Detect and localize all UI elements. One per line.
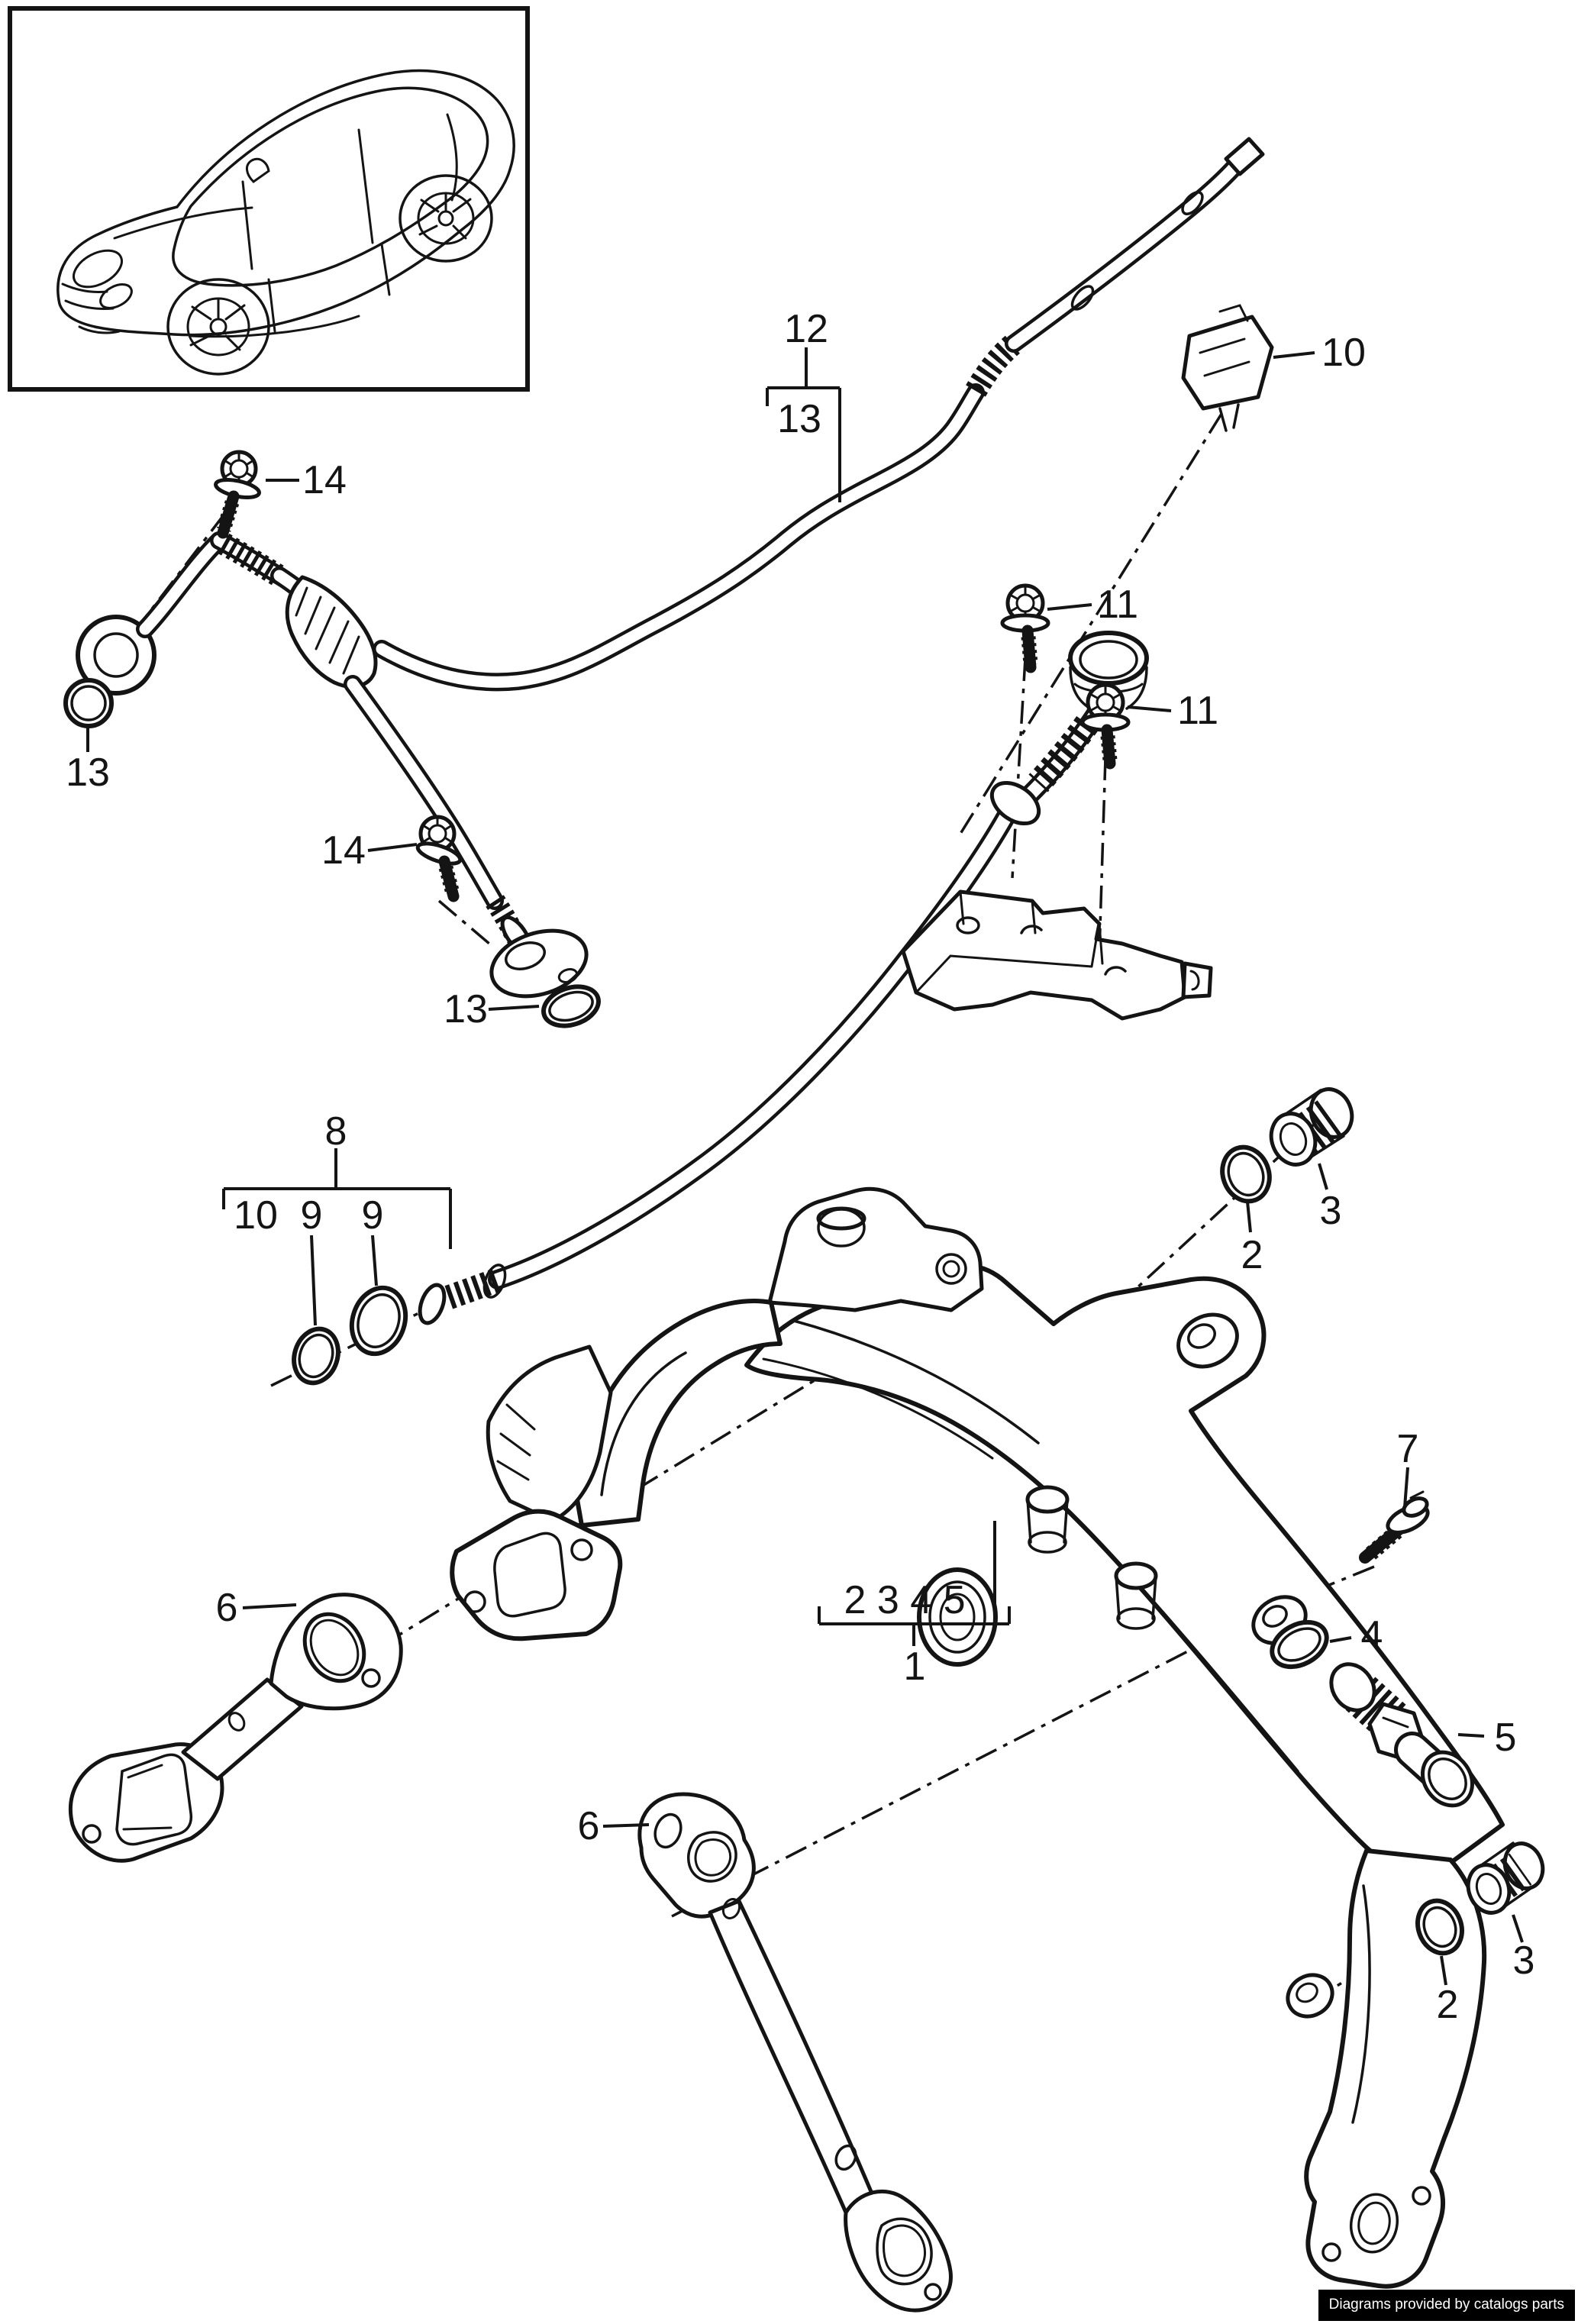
callout-8[interactable]: 8	[324, 1109, 347, 1154]
callout-group-2345[interactable]: 2 3 4 5	[844, 1578, 966, 1622]
callout-13-mid[interactable]: 13	[444, 987, 488, 1031]
bolt-11-lower	[1080, 683, 1131, 770]
retaining-clip-10	[1181, 304, 1274, 432]
callout-6-lower[interactable]: 6	[577, 1804, 600, 1848]
vehicle-thumbnail	[8, 6, 530, 392]
coolant-line-assembly	[63, 137, 1265, 1028]
callout-11-upper[interactable]: 11	[1097, 583, 1138, 627]
callout-10-top[interactable]: 10	[1321, 331, 1366, 375]
callout-leaders	[86, 347, 1524, 1986]
mounting-bracket	[901, 889, 1213, 1021]
callout-14-mid[interactable]: 14	[321, 828, 366, 873]
bolt-14-top	[214, 450, 261, 539]
watermark-text: Diagrams provided by catalogs parts	[1328, 2297, 1564, 2313]
callout-7[interactable]: 7	[1396, 1427, 1419, 1471]
screw-plug-3-top	[1269, 1087, 1354, 1167]
callout-1[interactable]: 1	[903, 1645, 926, 1689]
connector-5	[1329, 1662, 1474, 1808]
watermark-bar: Diagrams provided by catalogs parts	[1318, 2290, 1575, 2321]
callout-3-top[interactable]: 3	[1319, 1189, 1342, 1233]
callout-11-lower[interactable]: 11	[1177, 689, 1218, 733]
bolt-11-upper	[1000, 583, 1050, 673]
stud-bolt-7	[1359, 1490, 1430, 1564]
callout-2-bottom[interactable]: 2	[1436, 1983, 1459, 2027]
car-outline-icon	[56, 69, 515, 376]
callout-13-group[interactable]: 13	[777, 397, 821, 441]
callout-6-upper[interactable]: 6	[215, 1586, 238, 1630]
callout-5[interactable]: 5	[1494, 1716, 1517, 1760]
callout-14-top[interactable]: 14	[302, 458, 347, 502]
callout-2-top[interactable]: 2	[1241, 1233, 1263, 1277]
gasket-lower	[637, 1792, 953, 2313]
callout-4[interactable]: 4	[1360, 1613, 1383, 1657]
gasket-upper	[68, 1593, 403, 1863]
callout-9-sub-b[interactable]: 9	[361, 1193, 384, 1238]
callout-9-sub-a[interactable]: 9	[300, 1193, 323, 1238]
bolt-14-mid	[415, 815, 463, 902]
callout-10-sub[interactable]: 10	[234, 1193, 278, 1238]
callout-13-left[interactable]: 13	[66, 750, 110, 795]
vent-pipe-assembly	[418, 304, 1274, 1325]
callout-3-bottom[interactable]: 3	[1512, 1938, 1535, 1983]
seal-rings-8-group	[292, 1285, 408, 1386]
callout-12[interactable]: 12	[784, 307, 828, 351]
coolant-manifold	[450, 1186, 1505, 2289]
screw-plug-3-bottom	[1466, 1841, 1545, 1915]
plugs-and-seals-right	[1220, 1087, 1545, 1956]
